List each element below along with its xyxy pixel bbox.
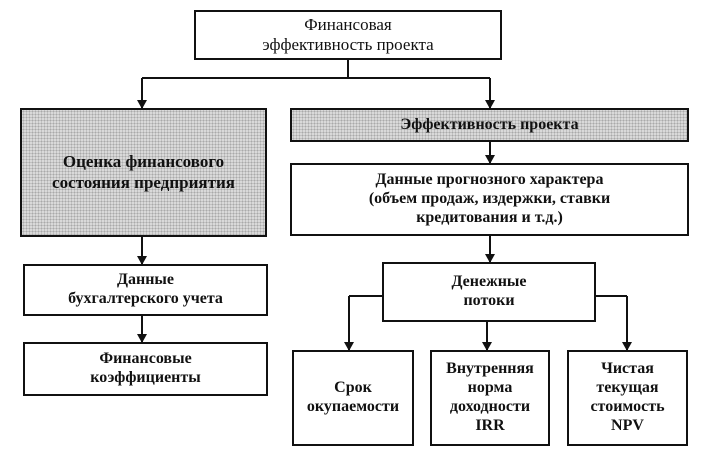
node-irr-label: Внутренняя норма доходности IRR — [446, 360, 534, 434]
node-forecast-data: Данные прогнозного характера (объем прод… — [290, 163, 689, 236]
node-npv-label: Чистая текущая стоимость NPV — [590, 360, 665, 434]
node-payback-period-label: Срок окупаемости — [306, 379, 400, 415]
node-project-efficiency: Эффективность проекта — [290, 108, 689, 142]
node-accounting-data: Данные бухгалтерского учета — [23, 264, 268, 316]
node-npv: Чистая текущая стоимость NPV — [567, 350, 688, 446]
node-payback-period: Срок окупаемости — [292, 350, 414, 446]
node-cash-flows: Денежные потоки — [382, 262, 596, 322]
node-accounting-data-label: Данные бухгалтерского учета — [68, 271, 223, 307]
node-financial-ratios-label: Финансовые коэффициенты — [90, 350, 201, 386]
node-irr: Внутренняя норма доходности IRR — [430, 350, 550, 446]
node-financial-assessment: Оценка финансового состояния предприятия — [20, 108, 267, 237]
node-root-label: Финансовая эффективность проекта — [262, 14, 434, 54]
node-financial-assessment-label: Оценка финансового состояния предприятия — [52, 152, 235, 192]
node-financial-ratios: Финансовые коэффициенты — [23, 342, 268, 396]
node-cash-flows-label: Денежные потоки — [451, 273, 527, 309]
node-forecast-data-label: Данные прогнозного характера (объем прод… — [368, 171, 611, 226]
node-root: Финансовая эффективность проекта — [194, 10, 502, 60]
node-project-efficiency-label: Эффективность проекта — [400, 115, 579, 133]
